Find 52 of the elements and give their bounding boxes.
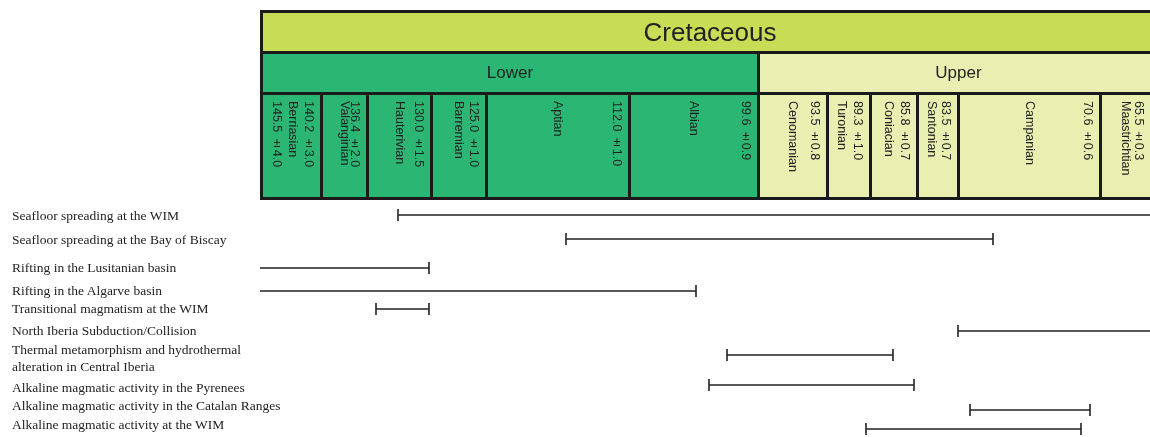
stage-box [826,92,872,200]
stage-box [366,92,433,200]
age-label: 70.6 ±0.6 [1081,101,1095,161]
stage-box [957,92,1102,200]
epoch-name: Upper [935,63,982,83]
stage-name: Campanian [1022,101,1037,165]
age-label: 65.5 ±0.3 [1132,101,1146,161]
epoch-band [260,51,760,95]
stage-name: Berriasian [286,101,300,158]
epoch-band [757,51,1150,95]
age-label: 99.6 ±0.9 [739,101,753,161]
stage-box [1099,92,1150,200]
event-label: Rifting in the Algarve basin [12,282,162,299]
stage-name: Albian [687,101,701,136]
stage-box [430,92,488,200]
stage-name: Aptian [551,101,565,137]
event-label: Alkaline magmatic activity at the WIM [12,416,225,433]
age-label: 89.3 ±1.0 [851,101,865,161]
stage-box [260,92,323,200]
age-label: 93.5 ±0.8 [808,101,822,161]
stage-name: Santonian [925,101,939,158]
stage-box [320,92,369,200]
stage-name: Valanginian [337,101,352,166]
epoch-name: Lower [486,63,534,83]
stage-box [485,92,631,200]
event-label: Seafloor spreading at the WIM [12,207,179,224]
stage-name: Turonian [835,101,849,150]
stage-box [628,92,760,200]
age-label: 83.5 ±0.7 [939,101,953,161]
event-label: Thermal metamorphism and hydrothermal alteration in Central Iberia [12,341,243,375]
stage-box [916,92,960,200]
age-label: 112.0 ±1.0 [610,101,624,167]
period-band [260,10,1150,54]
event-label: Alkaline magmatic activity in the Catalan Ranges [12,397,281,414]
event-label: Alkaline magmatic activity in the Pyrenees [12,379,245,396]
event-label: Rifting in the Lusitanian basin [12,259,177,276]
age-label: 125.0 ±1.0 [467,101,481,168]
period-title: Cretaceous [643,16,777,48]
event-label: Seafloor spreading at the Bay of Biscay [12,231,227,248]
age-label: 140.2 ±3.0 [302,101,316,168]
stage-box [869,92,919,200]
stage-name: Maastrichtian [1119,101,1133,176]
age-label: 85.8 ±0.7 [898,101,912,161]
stage-name: Cenomanian [786,101,800,172]
age-label: 145.5 ±4.0 [270,101,284,168]
event-label: North Iberia Subduction/Collision [12,322,197,339]
stage-name: Coniacian [882,101,896,157]
event-label: Transitional magmatism at the WIM [12,300,209,317]
stage-name: Hauterivian [392,101,407,165]
stage-name: Barremian [452,101,466,159]
age-label: 130.0 ±1.5 [412,101,426,168]
stage-box [757,92,829,200]
